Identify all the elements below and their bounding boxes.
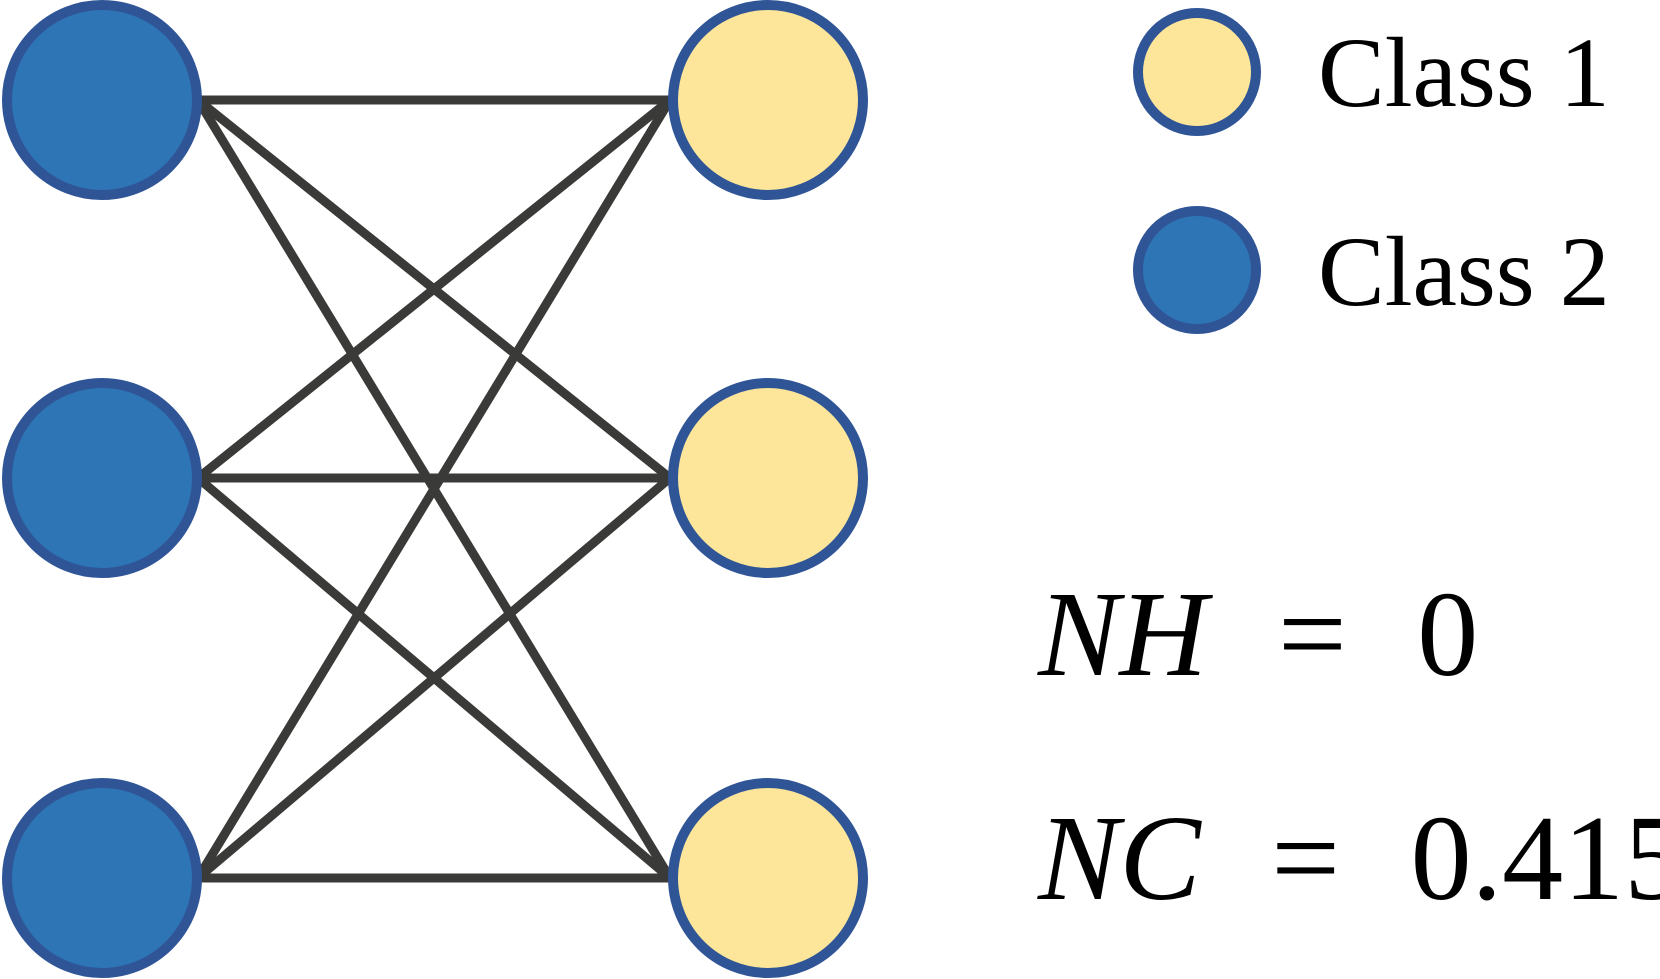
edges-layer [193, 95, 675, 883]
svg-text:NH = 0: NH = 0 [1037, 567, 1478, 702]
metric-nc-operator: = [1271, 791, 1340, 926]
metric-nc-value: 0.415 [1411, 791, 1660, 926]
legend-label-class2: Class 2 [1318, 216, 1610, 327]
metric-nh-value: 0 [1417, 567, 1478, 702]
right-node-3 [668, 778, 868, 978]
right-node-1 [668, 0, 868, 200]
metric-nc-variable: NC [1037, 791, 1202, 926]
edge-l2-r1 [193, 95, 675, 483]
metric-nc: NC = 0.415 [1037, 791, 1660, 926]
metric-nh: NH = 0 [1037, 567, 1478, 702]
right-node-2 [668, 378, 868, 578]
legend-marker-class2 [1133, 206, 1261, 334]
metric-nh-operator: = [1278, 567, 1347, 702]
metric-nh-variable: NH [1037, 567, 1213, 702]
left-node-2 [2, 378, 202, 578]
edge-l3-r2 [193, 473, 675, 883]
nodes-layer [2, 0, 868, 978]
legend: Class 1 Class 2 [1133, 8, 1610, 334]
edge-l3-r1 [193, 95, 675, 883]
svg-text:NC = 0.415: NC = 0.415 [1037, 791, 1660, 926]
left-node-3 [2, 778, 202, 978]
legend-label-class1: Class 1 [1318, 17, 1610, 128]
left-node-1 [2, 0, 202, 200]
legend-marker-class1 [1133, 8, 1261, 136]
